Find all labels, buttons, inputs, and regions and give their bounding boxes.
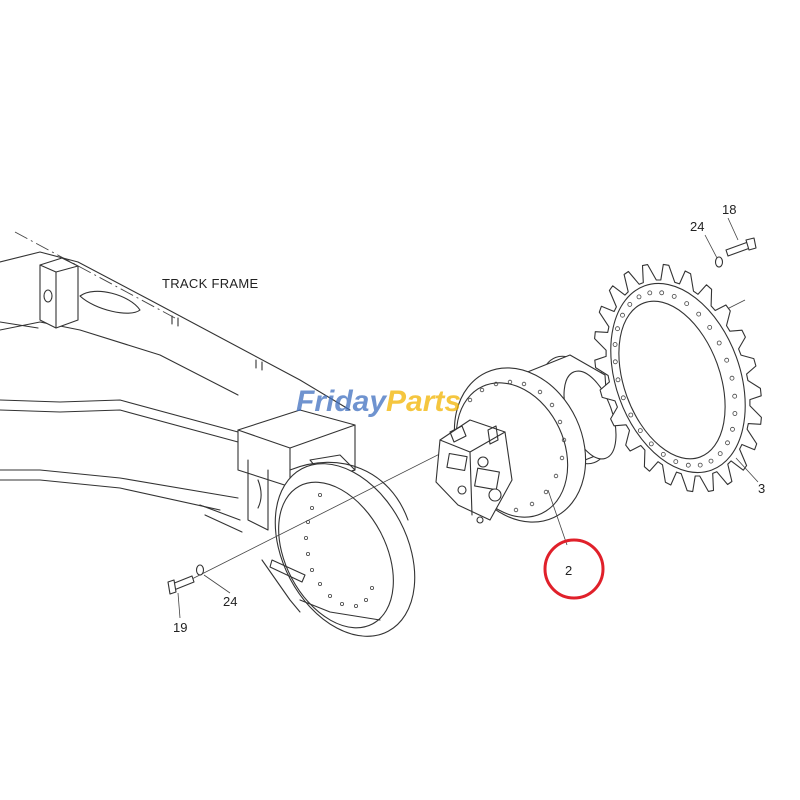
sprocket-bolt-hole [648, 441, 654, 447]
callout-24-top: 24 [690, 219, 704, 234]
sprocket-bolt-hole [615, 377, 621, 383]
sprocket-bolt-hole [729, 375, 735, 381]
sprocket-bolt-hole [628, 412, 634, 418]
final-drive-motor [435, 354, 617, 524]
sprocket-bolt-hole [725, 440, 730, 446]
sprocket-bolt-hole [730, 426, 735, 432]
sprocket [594, 263, 762, 493]
sprocket-bolt-hole [636, 294, 642, 300]
callout-19: 19 [173, 620, 187, 635]
sprocket-bolt-hole [671, 293, 677, 299]
callout-18: 18 [722, 202, 736, 217]
fridayparts-watermark: FridayParts [296, 385, 461, 418]
watermark-friday: Friday [296, 385, 387, 418]
leader-2 [547, 489, 568, 546]
sprocket-bolt-hole [660, 451, 666, 457]
sprocket-bolt-hole [627, 301, 633, 307]
bolt-19 [167, 575, 195, 595]
sprocket-bolt-hole [637, 428, 643, 434]
sprocket-bolt-hole [620, 312, 625, 318]
sprocket-bolt-hole [707, 324, 713, 330]
leader-18 [727, 217, 739, 241]
sprocket-bolt-hole [615, 326, 620, 332]
sprocket-bolt-hole [673, 459, 679, 465]
leader-24-top [704, 234, 718, 259]
sprocket-bolt-hole [684, 301, 690, 307]
frame-ring-bolt-holes [303, 492, 374, 609]
sprocket-bolt-hole [612, 359, 618, 365]
sprocket-bolt-hole [717, 451, 723, 457]
sprocket-bolt-hole [724, 357, 730, 363]
bolt-18 [725, 237, 757, 257]
sprocket-bolt-hole [732, 393, 738, 399]
callout-2: 2 [565, 563, 572, 578]
sprocket-bolt-hole [620, 395, 626, 401]
sprocket-bolt-hole [716, 340, 722, 346]
sprocket-bolt-hole [697, 462, 703, 468]
sprocket-bolt-hole [612, 342, 618, 347]
sprocket-bolt-holes [612, 290, 738, 468]
highlight-circle-part-2 [543, 538, 605, 600]
washer-24-bottom [195, 564, 205, 576]
callout-24-bottom: 24 [223, 594, 237, 609]
final-drive-bolts [467, 379, 567, 513]
track-frame-label: TRACK FRAME [162, 276, 258, 291]
sprocket-bolt-hole [685, 462, 691, 468]
callout-3: 3 [758, 481, 765, 496]
washer-24-top [714, 256, 724, 268]
leader-24-bottom [203, 574, 231, 594]
sprocket-bolt-hole [708, 458, 714, 464]
track-frame [0, 231, 416, 637]
sprocket-bolt-hole [732, 411, 738, 416]
svg-text:FridayParts: FridayParts [296, 385, 461, 418]
sprocket-bolt-hole [696, 311, 702, 317]
sprocket-bolt-hole [659, 290, 665, 296]
leader-3 [735, 457, 759, 483]
watermark-parts: Parts [386, 385, 461, 418]
leader-19 [177, 592, 181, 619]
sprocket-bolt-hole [647, 290, 653, 296]
